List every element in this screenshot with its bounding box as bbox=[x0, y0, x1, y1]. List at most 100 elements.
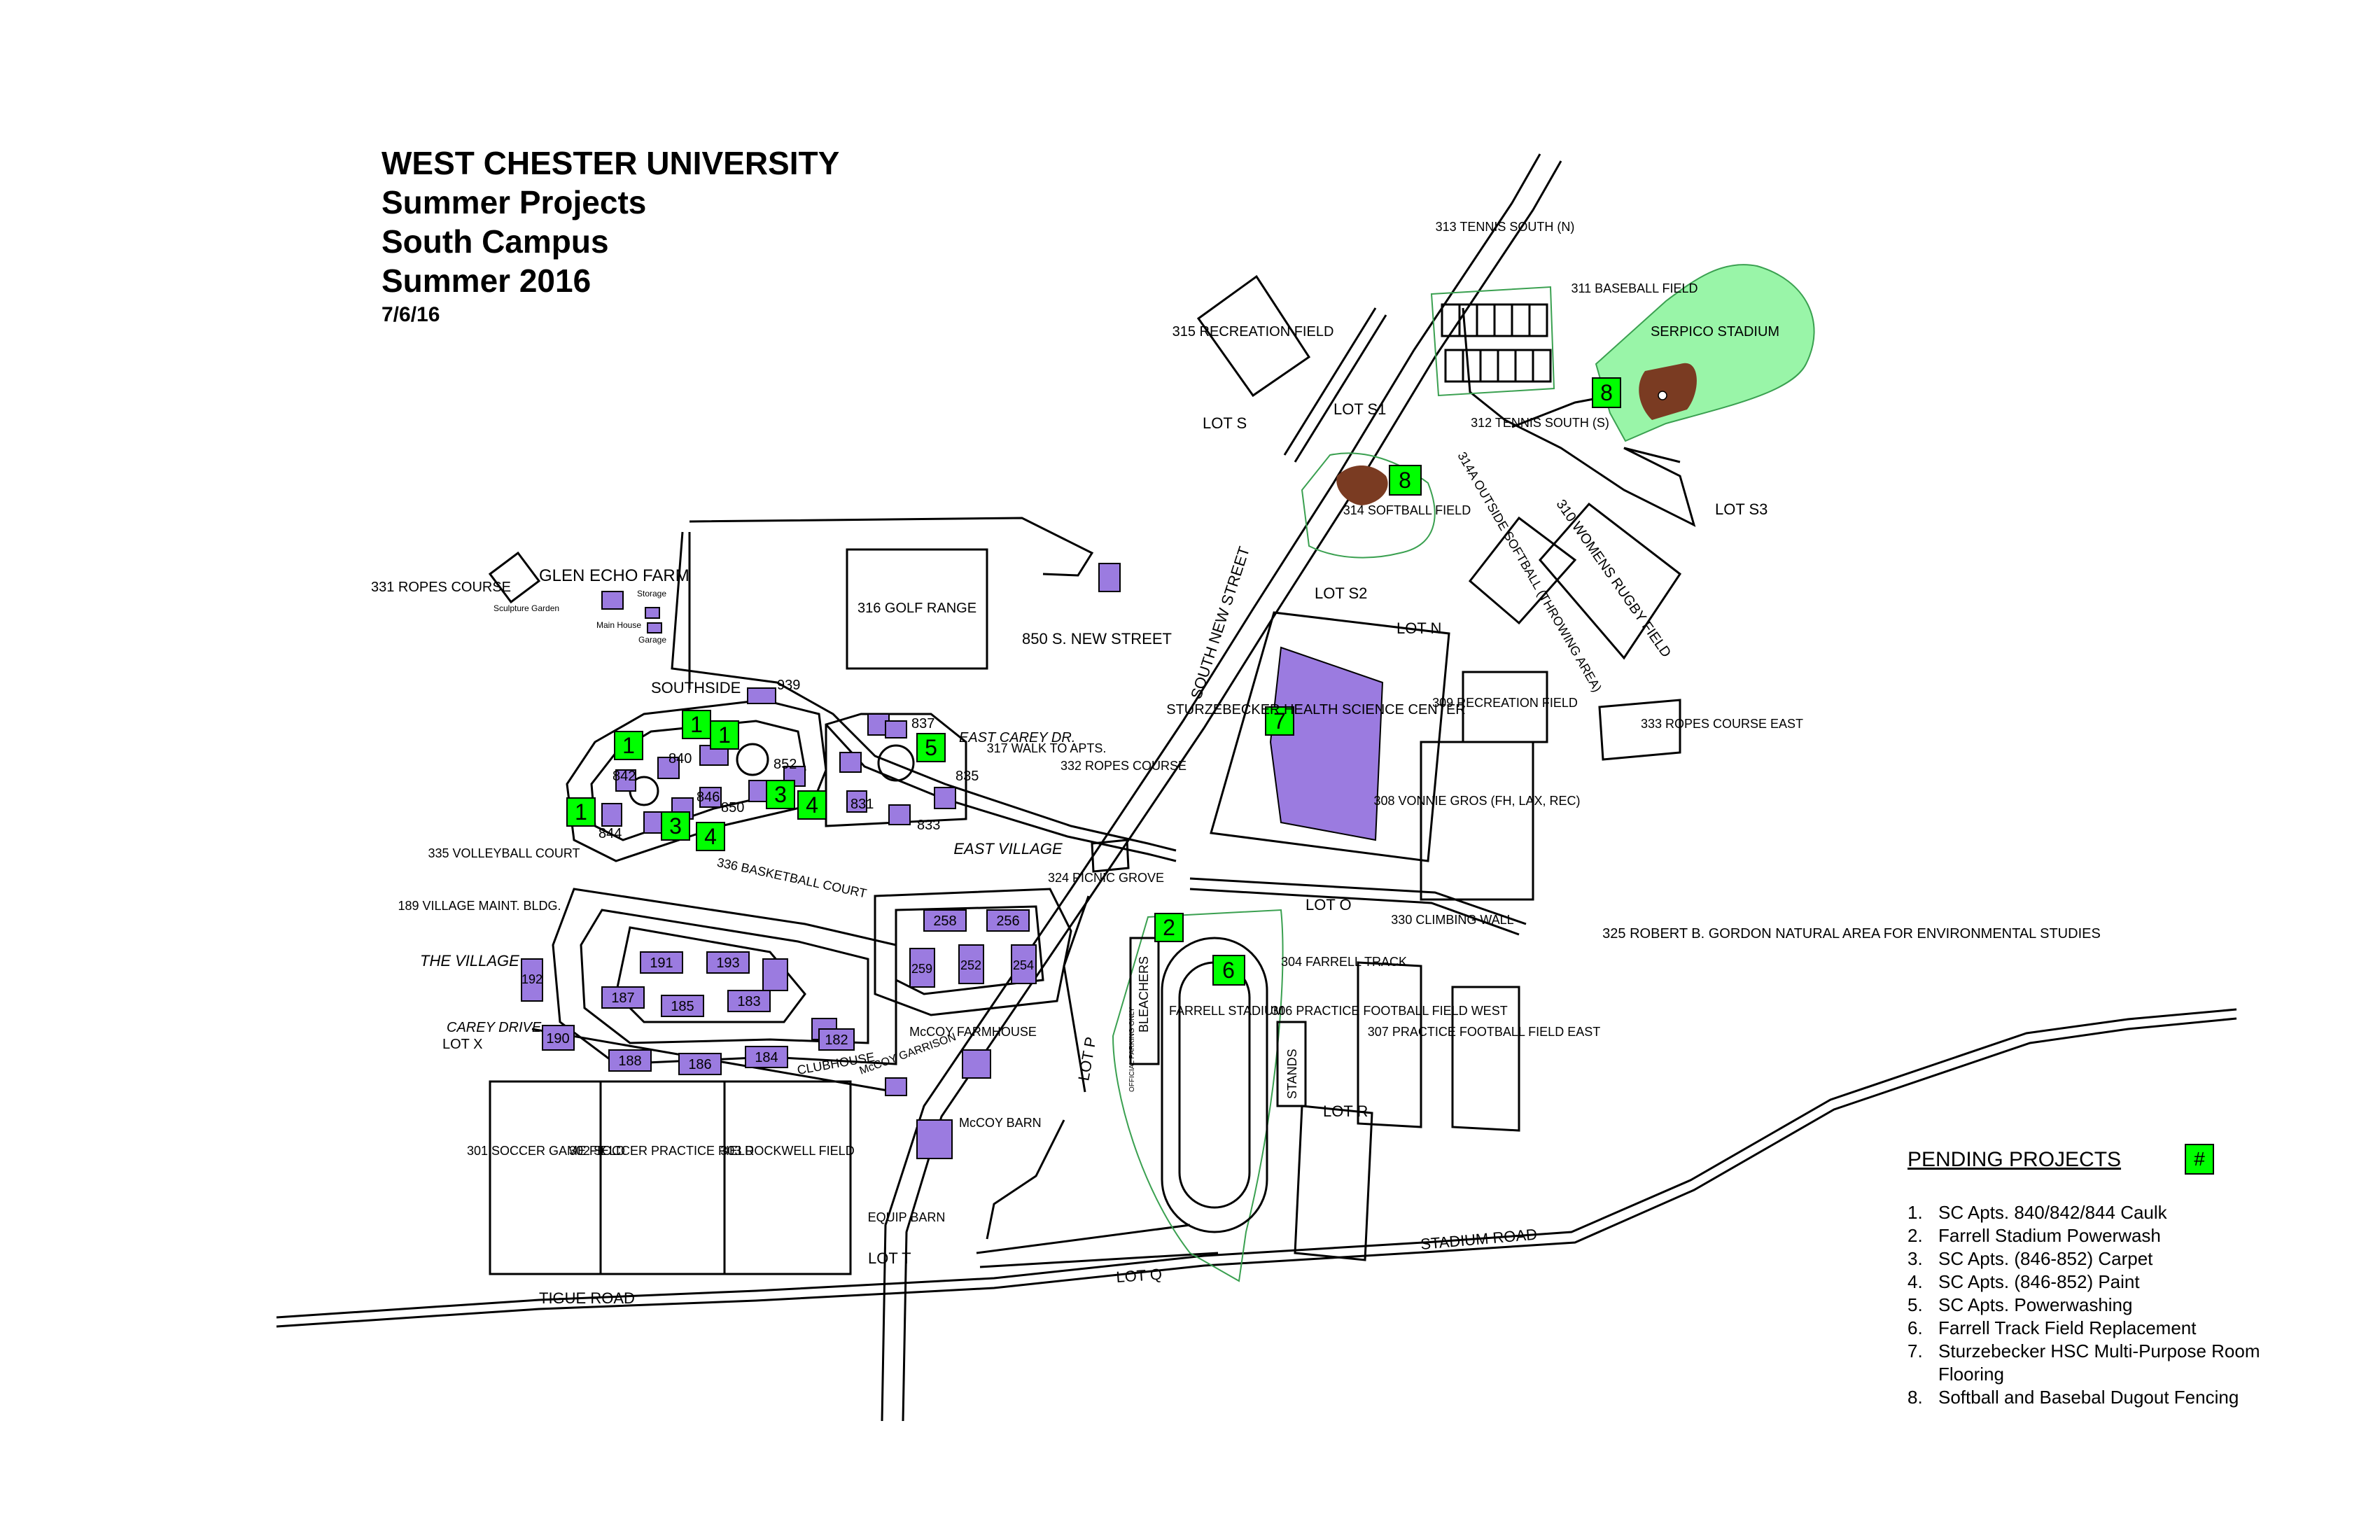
svg-text:258: 258 bbox=[933, 913, 956, 929]
svg-text:191: 191 bbox=[650, 955, 673, 971]
bldg-191: 191 bbox=[640, 951, 683, 974]
bldg-258: 258 bbox=[923, 909, 967, 932]
tigue-road bbox=[276, 1017, 2237, 1328]
softball-314-label: 314 SOFTBALL FIELD bbox=[1343, 503, 1471, 517]
storage-label: Storage bbox=[637, 589, 666, 598]
svg-text:4: 4 bbox=[704, 824, 717, 849]
legend-item-text: SC Apts. (846-852) Carpet bbox=[1938, 1248, 2153, 1269]
farrell-stadium-label: FARRELL STADIUM bbox=[1169, 1004, 1284, 1018]
bldg-252: 252 bbox=[958, 944, 984, 984]
south-new-street-label: SOUTH NEW STREET bbox=[1187, 545, 1253, 701]
lot-x-label: LOT X bbox=[442, 1037, 482, 1052]
rugby-310-outline bbox=[1539, 502, 1682, 660]
legend-item-text: Farrell Stadium Powerwash bbox=[1938, 1225, 2161, 1246]
carey-drive-label: CAREY DRIVE bbox=[447, 1020, 542, 1035]
tennis-313-label: 313 TENNIS SOUTH (N) bbox=[1436, 220, 1575, 234]
official-parking-label: OFFICIAL PARKING ONLY bbox=[1128, 1007, 1136, 1092]
south-new-street bbox=[881, 153, 1541, 1422]
baseball-infield bbox=[1639, 363, 1697, 420]
project-marker-3: 3 bbox=[766, 780, 795, 809]
subtitle-projects: Summer Projects bbox=[382, 184, 647, 220]
project-marker-8: 8 bbox=[1389, 465, 1422, 496]
green-fields bbox=[1112, 264, 1815, 1282]
svg-text:5: 5 bbox=[925, 735, 937, 760]
mccoy-farmhouse bbox=[962, 1049, 991, 1079]
soccer-302-label: 302 SOCCER PRACTICE FIELD bbox=[569, 1144, 754, 1158]
lot-n-label: LOT N bbox=[1396, 620, 1441, 637]
legend-item: 7.Sturzebecker HSC Multi-Purpose Room Fl… bbox=[1907, 1340, 2328, 1386]
svg-text:1: 1 bbox=[622, 733, 635, 758]
bldg-192: 192 bbox=[521, 958, 543, 1002]
lot-s1-label: LOT S1 bbox=[1334, 400, 1386, 418]
svg-text:192: 192 bbox=[522, 972, 542, 986]
softball-314a-outline bbox=[1468, 516, 1577, 625]
sculpture-garden-label: Sculpture Garden bbox=[493, 603, 559, 613]
svg-text:186: 186 bbox=[688, 1057, 711, 1072]
farrell-track-label: 304 FARRELL TRACK bbox=[1281, 955, 1407, 969]
lot-o-label: LOT O bbox=[1306, 896, 1352, 913]
fields bbox=[488, 274, 1682, 1275]
bldg-188: 188 bbox=[608, 1049, 652, 1072]
bldg-939: 939 bbox=[777, 678, 800, 693]
rec-315-label: 315 RECREATION FIELD bbox=[1172, 324, 1334, 340]
legend-item: 8. Softball and Basebal Dugout Fencing bbox=[1907, 1386, 2328, 1409]
svg-text:8: 8 bbox=[1399, 468, 1411, 493]
stands-label: STANDS bbox=[1285, 1049, 1299, 1099]
legend-item-number: 8. bbox=[1907, 1387, 1923, 1408]
basketball-336-label: 336 BASKETBALL COURT bbox=[716, 855, 868, 901]
project-marker-1: 1 bbox=[614, 731, 643, 760]
page-title: WEST CHESTER UNIVERSITY bbox=[382, 145, 840, 181]
stands-box bbox=[1276, 1021, 1307, 1107]
project-marker-1: 1 bbox=[710, 720, 739, 750]
soccer-301-label: 301 SOCCER GAME FIELD bbox=[467, 1144, 625, 1158]
main-house bbox=[601, 591, 624, 610]
buildings bbox=[601, 563, 1384, 1159]
legend-key-marker: # bbox=[2185, 1144, 2214, 1175]
sturzebecker-label: STURZEBECKER HEALTH SCIENCE CENTER bbox=[1166, 702, 1465, 718]
legend-item-text: SC Apts. Powerwashing bbox=[1938, 1294, 2133, 1315]
project-markers: 1 1 1 1 3 4 3 4 5 7 2 6 8 8 bbox=[566, 377, 1621, 986]
bldg-844: 844 bbox=[598, 826, 622, 841]
svg-text:193: 193 bbox=[716, 955, 739, 971]
project-marker-1: 1 bbox=[566, 797, 596, 827]
gordon-325-label: 325 ROBERT B. GORDON NATURAL AREA FOR EN… bbox=[1602, 926, 2101, 941]
picnic-324-label: 324 PICNIC GROVE bbox=[1048, 871, 1164, 885]
legend-item-number: 6. bbox=[1907, 1317, 1923, 1338]
lot-n-outline bbox=[1210, 611, 1450, 862]
bldg-190: 190 bbox=[542, 1025, 575, 1051]
bldg-254: 254 bbox=[1011, 944, 1037, 984]
east-carey-dr-label: EAST CAREY DR. bbox=[959, 730, 1075, 746]
legend-item-text: Softball and Basebal Dugout Fencing bbox=[1938, 1387, 2239, 1408]
volleyball-335-label: 335 VOLLEYBALL COURT bbox=[428, 846, 580, 860]
softball-infield bbox=[1336, 465, 1388, 505]
svg-text:252: 252 bbox=[960, 958, 981, 972]
lot-p-label: LOT P bbox=[1074, 1035, 1100, 1082]
project-marker-7: 7 bbox=[1265, 706, 1294, 736]
lot-t-label: LOT T bbox=[868, 1250, 911, 1267]
practice-306-label: 306 PRACTICE FOOTBALL FIELD WEST bbox=[1271, 1004, 1507, 1018]
golf-range-outline bbox=[846, 548, 988, 670]
svg-text:256: 256 bbox=[996, 913, 1019, 929]
project-marker-2: 2 bbox=[1154, 913, 1184, 942]
bldg-852: 852 bbox=[774, 757, 797, 772]
bldg-831: 831 bbox=[850, 797, 874, 812]
bleachers-label: BLEACHERS bbox=[1137, 956, 1151, 1032]
svg-text:184: 184 bbox=[755, 1050, 778, 1065]
map-labels: TIGUE ROAD STADIUM ROAD SOUTH NEW STREET… bbox=[371, 220, 2101, 1307]
storage-bldg bbox=[645, 607, 660, 619]
legend-item: 1.SC Apts. 840/842/844 Caulk bbox=[1907, 1201, 2328, 1224]
legend-item: 4.SC Apts. (846-852) Paint bbox=[1907, 1270, 2328, 1294]
map-date: 7/6/16 bbox=[382, 303, 440, 326]
pending-projects-legend: PENDING PROJECTS # 1.SC Apts. 840/842/84… bbox=[1907, 1144, 2328, 1409]
ropes-331-label: 331 ROPES COURSE bbox=[371, 580, 511, 595]
bldg-840: 840 bbox=[668, 751, 692, 766]
southside-label: SOUTHSIDE bbox=[651, 679, 741, 696]
svg-text:190: 190 bbox=[546, 1031, 569, 1046]
project-marker-3: 3 bbox=[661, 811, 690, 841]
svg-text:183: 183 bbox=[737, 994, 760, 1009]
svg-text:1: 1 bbox=[575, 799, 587, 825]
garage-label: Garage bbox=[638, 635, 666, 645]
serpico-label: SERPICO STADIUM bbox=[1651, 324, 1779, 340]
legend-item-text: SC Apts. 840/842/844 Caulk bbox=[1938, 1202, 2167, 1223]
ropes-332-outline bbox=[1091, 839, 1130, 873]
